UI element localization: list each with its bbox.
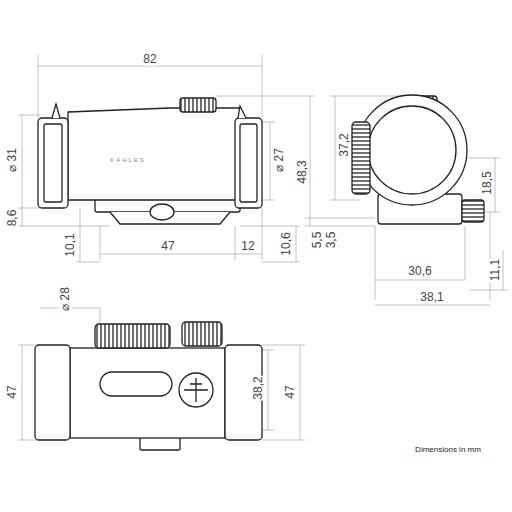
dimension: 30,6	[407, 265, 432, 278]
dimension: 47	[284, 384, 297, 399]
dimension: 38,2	[252, 375, 265, 400]
dimension: 10,1	[64, 232, 77, 257]
dimension: 38,1	[419, 291, 444, 304]
dimension: 10,6	[280, 231, 293, 256]
dimension: 5,5	[311, 231, 324, 250]
dimension: 3,5	[325, 231, 338, 250]
dimension: 8,6	[6, 209, 19, 228]
dimension: 47	[160, 240, 175, 253]
dimension: 18,5	[481, 170, 494, 195]
units-note: Dimensions in mm	[414, 443, 482, 456]
diameter: ⌀ 31	[6, 147, 19, 173]
diameter: ⌀ 27	[273, 147, 286, 173]
diameter: ⌀ 28	[59, 286, 72, 312]
dimension: 47	[6, 384, 19, 399]
dimension: 37,2	[338, 132, 351, 157]
brand-logo: KAHLES	[109, 154, 147, 167]
dimension: 11,1	[489, 258, 502, 282]
dimension: 12	[240, 240, 255, 253]
dimension: 82	[142, 53, 157, 66]
dimension: 48,3	[296, 159, 309, 184]
